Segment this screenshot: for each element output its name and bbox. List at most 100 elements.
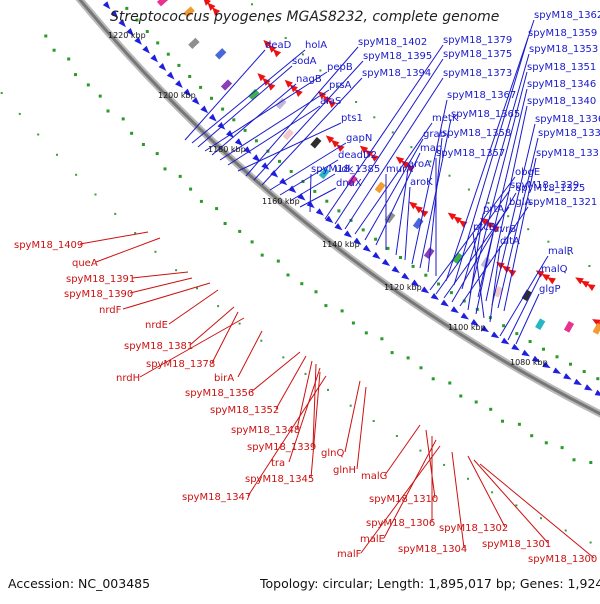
gc-mark (341, 309, 344, 312)
gc-mark (221, 108, 224, 111)
reverse-gene-callout (468, 456, 505, 527)
gc-mark (327, 389, 329, 391)
gc-mark (232, 118, 235, 121)
gc-mark (468, 189, 470, 191)
gc-mark (410, 146, 412, 148)
gc-mark (374, 238, 377, 241)
reverse-gene-label: malE (360, 534, 385, 545)
reverse-gene-callout (357, 387, 366, 469)
reverse-gene-callout (238, 331, 262, 377)
forward-gene-label: aroA (408, 159, 431, 170)
forward-gene-arrow (392, 266, 402, 276)
gc-mark (396, 435, 398, 437)
forward-gene-label: dltA (500, 236, 520, 247)
forward-gene-arrow (382, 259, 392, 269)
forward-gene-label: spyM18_1351 (527, 62, 596, 73)
forward-gene-label: spyM18_1331 (536, 148, 600, 159)
gc-mark (324, 304, 327, 307)
forward-gene-label: dnaX (336, 178, 362, 189)
gc-mark (365, 331, 368, 334)
gc-mark (448, 382, 451, 385)
gc-mark (175, 269, 177, 271)
gc-mark (589, 461, 592, 464)
gc-mark (545, 441, 548, 444)
forward-gene-arrow (461, 313, 471, 322)
reverse-gene-label: spyM18_1409 (14, 240, 83, 251)
cog-feature-block (535, 318, 545, 330)
reverse-gene-label: spyM18_1356 (185, 388, 254, 399)
gc-mark (459, 395, 462, 398)
gc-mark (210, 97, 213, 100)
gc-mark (282, 356, 284, 358)
gc-mark (215, 207, 218, 210)
gc-mark (122, 117, 125, 120)
gc-mark (260, 340, 262, 342)
kbp-tick-label: 1100 kbp (448, 323, 486, 332)
reverse-gene-arrow (494, 259, 505, 269)
forward-gene-arrow (316, 208, 326, 218)
reverse-gene-label: spyM18_1310 (369, 494, 438, 505)
forward-gene-arrow (334, 223, 344, 233)
topology-text: Topology: circular; Length: 1,895,017 bp… (260, 576, 600, 591)
cog-feature-block (157, 0, 168, 6)
gc-mark (177, 64, 180, 67)
gc-mark (164, 167, 167, 170)
gc-mark (325, 200, 328, 203)
gc-mark (74, 73, 77, 76)
forward-gene-label: spyM18_1379 (443, 35, 512, 46)
reverse-gene-label: spyM18_1339 (247, 442, 316, 453)
gc-mark (146, 30, 149, 33)
forward-gene-label: holA (305, 40, 327, 51)
gc-mark (130, 132, 133, 135)
reverse-gene-label: spyM18_1378 (146, 359, 215, 370)
gc-mark (251, 240, 254, 243)
forward-gene-label: spyM18_1375 (443, 49, 512, 60)
gc-mark (217, 305, 219, 307)
gc-mark (561, 446, 564, 449)
gc-mark (501, 420, 504, 423)
gc-mark (507, 215, 509, 217)
gc-mark (261, 254, 264, 257)
gc-mark (75, 174, 77, 176)
forward-gene-label: prsA (329, 80, 352, 91)
gc-mark (420, 366, 423, 369)
reverse-gene-callout (212, 312, 238, 363)
gc-mark (399, 256, 402, 259)
forward-gene-label: spyM18_1340 (527, 96, 596, 107)
forward-gene-label: spyM18_1332 (538, 128, 600, 139)
gc-mark (155, 251, 157, 253)
gc-mark (142, 143, 145, 146)
gc-mark (391, 351, 394, 354)
forward-gene-label: spyM18_1365 (451, 109, 520, 120)
forward-gene-callout (300, 188, 336, 207)
forward-gene-label: spyM18_1394 (362, 68, 431, 79)
gc-mark (355, 101, 357, 103)
gc-mark (156, 152, 159, 155)
reverse-gene-label: malG (361, 471, 387, 482)
kbp-tick-label: 1180 kbp (208, 145, 246, 154)
gc-mark (449, 175, 451, 177)
forward-gene-arrow (421, 286, 431, 295)
forward-gene-arrow (372, 252, 382, 262)
reverse-gene-label: spyM18_1347 (182, 492, 251, 503)
gc-mark (255, 139, 258, 142)
gc-mark (114, 213, 116, 215)
forward-gene-label: obgE (515, 167, 540, 178)
gc-mark (107, 110, 110, 113)
forward-gene-label: spyM18_1385 (311, 164, 380, 175)
gc-mark (53, 49, 56, 52)
reverse-gene-label: queA (72, 258, 98, 269)
reverse-gene-arrow (573, 274, 583, 284)
reverse-gene-label: spyM18_1391 (66, 274, 135, 285)
gc-mark (542, 348, 545, 351)
gc-mark (407, 356, 410, 359)
forward-gene-arrow (511, 344, 521, 353)
forward-gene-label: deadD2 (338, 150, 377, 161)
reverse-gene-label: malF (337, 549, 362, 560)
gc-mark (491, 491, 493, 493)
forward-gene-label: spyM18_1402 (358, 37, 427, 48)
gc-mark (315, 290, 318, 293)
forward-gene-arrow (574, 379, 584, 388)
forward-gene-arrow (441, 300, 451, 309)
forward-gene-callout (192, 50, 305, 143)
